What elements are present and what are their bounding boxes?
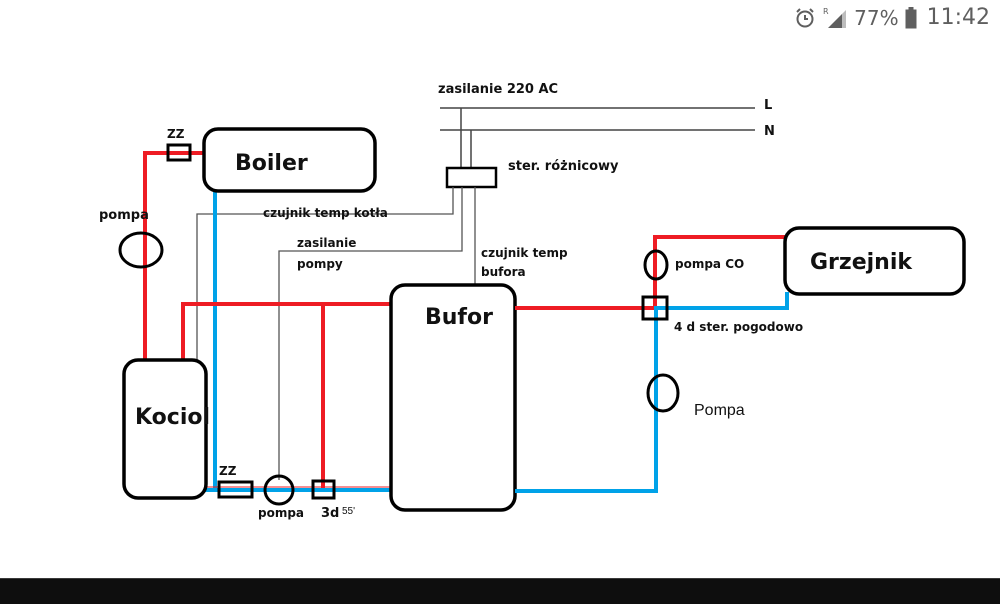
kociol-furnace bbox=[122, 358, 208, 500]
line-n-label: N bbox=[764, 124, 775, 139]
pump-power-label-1: zasilanie bbox=[297, 236, 356, 250]
four-way-valve-label: 4 d ster. pogodowo bbox=[674, 320, 803, 334]
bufor-tank bbox=[389, 283, 517, 512]
boiler-temp-sensor-wire bbox=[196, 187, 454, 360]
zz-valve-bottom-label: ZZ bbox=[219, 464, 237, 478]
alarm-clock-icon bbox=[796, 7, 814, 27]
pump-power-wire bbox=[278, 187, 463, 480]
signal-roaming-icon: R bbox=[823, 7, 847, 28]
three-way-valve-label: 3d bbox=[321, 506, 339, 521]
buffer-temp-sensor-label-1: czujnik temp bbox=[481, 246, 568, 260]
zz-valve-bottom bbox=[217, 480, 254, 499]
boiler-hot-pipe bbox=[143, 151, 203, 360]
boiler-pump-label: pompa bbox=[99, 208, 149, 223]
three-way-valve bbox=[311, 479, 336, 500]
bufor-label: Bufor bbox=[425, 305, 493, 330]
three-way-valve-temp: 55' bbox=[342, 506, 355, 517]
status-icons: R 77% 11:42 bbox=[794, 5, 990, 30]
clock-time: 11:42 bbox=[926, 5, 990, 30]
differential-controller bbox=[445, 166, 498, 189]
return-pump-label: Pompa bbox=[694, 402, 745, 419]
line-l-label: L bbox=[764, 98, 772, 113]
buffer-temp-sensor-label-2: bufora bbox=[481, 265, 526, 279]
co-pump-label: pompa CO bbox=[675, 257, 744, 271]
bottom-pump bbox=[263, 474, 295, 506]
battery-icon bbox=[905, 6, 917, 28]
four-way-valve bbox=[641, 295, 669, 321]
grzejnik-return-pipe bbox=[654, 292, 789, 493]
boiler-tank bbox=[202, 127, 377, 193]
kociol-label: Kociol bbox=[135, 405, 210, 430]
grzejnik-supply-pipe bbox=[653, 235, 785, 308]
boiler-pump bbox=[118, 231, 164, 269]
grzejnik-radiator bbox=[783, 226, 966, 296]
pump-power-label-2: pompy bbox=[297, 257, 343, 271]
boiler-label: Boiler bbox=[235, 151, 308, 176]
bottom-pump-label: pompa bbox=[258, 506, 304, 520]
zz-valve-top bbox=[166, 143, 192, 162]
co-pump bbox=[643, 249, 669, 281]
grzejnik-label: Grzejnik bbox=[810, 250, 913, 275]
roaming-label: R bbox=[823, 7, 829, 16]
boiler-temp-sensor-label: czujnik temp kotła bbox=[263, 206, 388, 220]
power-supply-label: zasilanie 220 AC bbox=[438, 82, 558, 97]
return-pump bbox=[646, 373, 680, 413]
navigation-bar bbox=[0, 578, 1000, 604]
zz-valve-top-label: ZZ bbox=[167, 127, 185, 141]
battery-percent: 77% bbox=[854, 5, 899, 30]
heating-system-diagram: zasilanie 220 AC L N ster. różnicowy czu… bbox=[99, 82, 966, 521]
status-bar: R 77% 11:42 bbox=[0, 0, 1000, 40]
differential-controller-label: ster. różnicowy bbox=[508, 159, 619, 174]
